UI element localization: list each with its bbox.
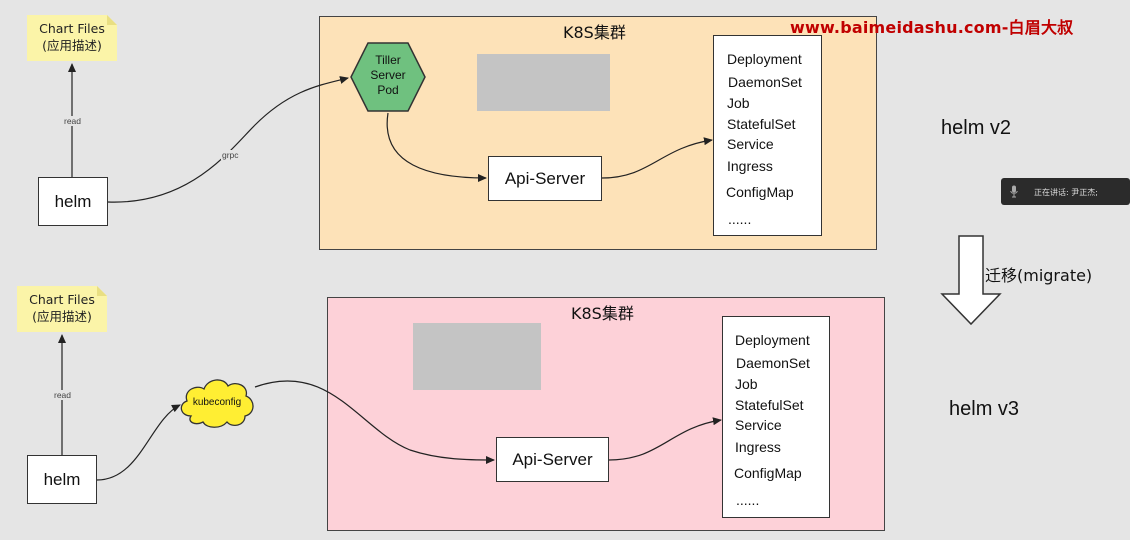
v2-version-label: helm v2 (941, 117, 1012, 139)
v2-grpc-edge (107, 76, 349, 203)
v3-resource-item: Service (735, 417, 782, 433)
v3-resource-item: Deployment (735, 332, 810, 348)
v2-resource-item: StatefulSet (727, 116, 796, 132)
migrate-down-arrow-icon (940, 235, 1002, 326)
v3-chart-files-note: Chart Files (应用描述) (17, 286, 107, 332)
v2-chart-files-line1: Chart Files (39, 21, 105, 36)
microphone-icon (1010, 185, 1018, 198)
v2-api-to-resources-edge (601, 137, 713, 179)
v3-resource-list: Deployment DaemonSet Job StatefulSet Ser… (722, 316, 830, 518)
v3-resource-item: StatefulSet (735, 397, 804, 413)
v2-resource-item: Deployment (727, 51, 802, 67)
v3-chart-files-line1: Chart Files (29, 292, 95, 307)
v3-api-server-box: Api-Server (496, 437, 609, 482)
v2-tiller-to-api-edge (386, 112, 487, 182)
v2-helm-box: helm (38, 177, 108, 226)
v2-resource-item: Job (727, 95, 750, 111)
v2-read-label: read (63, 116, 83, 126)
v3-resource-item: Job (735, 376, 758, 392)
v2-resource-item: ...... (728, 211, 752, 227)
v3-read-label: read (53, 390, 73, 400)
v3-kubeconfig-cloud (180, 379, 254, 428)
v2-resource-item: Ingress (727, 158, 773, 174)
v3-helm-to-kubeconfig-edge (96, 404, 181, 481)
v2-chart-files-note: Chart Files (应用描述) (27, 15, 117, 61)
v2-resource-item: ConfigMap (726, 184, 794, 200)
v3-api-to-resources-edge (608, 417, 722, 461)
v3-resource-item: Ingress (735, 439, 781, 455)
v3-cluster-title: K8S集群 (571, 304, 634, 323)
migrate-label: 迁移(migrate) (985, 266, 1093, 285)
v2-tiller-hexagon (350, 42, 426, 112)
v3-helm-box: helm (27, 455, 97, 504)
v2-cluster-title: K8S集群 (563, 23, 626, 42)
v3-resource-item: DaemonSet (736, 355, 810, 371)
v2-api-server-box: Api-Server (488, 156, 602, 201)
v2-redacted-block (477, 54, 610, 111)
v2-chart-files-line2: (应用描述) (42, 38, 102, 53)
v2-grpc-label: grpc (221, 150, 240, 160)
v3-kubeconfig-label: kubeconfig (192, 397, 242, 408)
watermark-text: www.baimeidashu.com-白眉大叔 (790, 18, 1074, 37)
v2-resource-item: DaemonSet (728, 74, 802, 90)
v3-kubeconfig-to-api-edge (254, 380, 495, 464)
v2-resource-item: Service (727, 136, 774, 152)
v2-resource-list: Deployment DaemonSet Job StatefulSet Ser… (713, 35, 822, 236)
v3-redacted-block (413, 323, 541, 390)
speaking-indicator-text: 正在讲话: 尹正杰; (1034, 188, 1098, 197)
v3-chart-files-line2: (应用描述) (32, 309, 92, 324)
speaking-indicator: 正在讲话: 尹正杰; (1001, 178, 1130, 205)
v3-resource-item: ConfigMap (734, 465, 802, 481)
v3-version-label: helm v3 (949, 398, 1020, 420)
v3-resource-item: ...... (736, 492, 760, 508)
